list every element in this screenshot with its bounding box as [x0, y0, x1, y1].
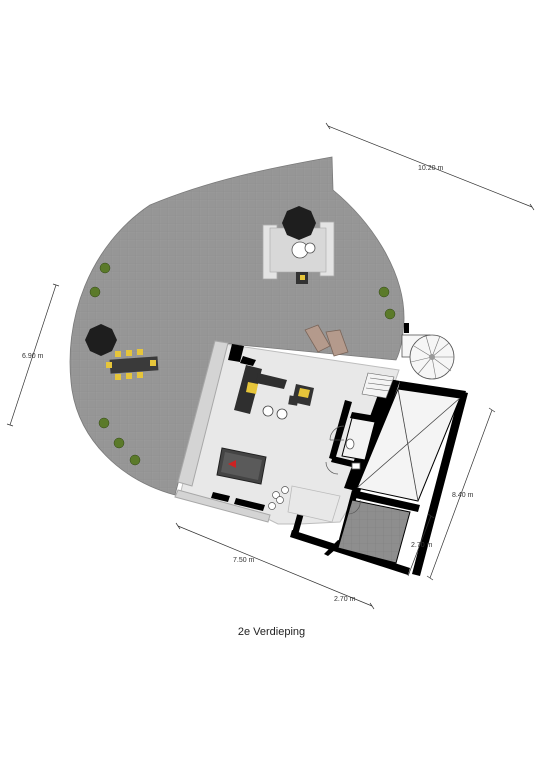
plants [89, 262, 396, 466]
sink-icon [351, 462, 361, 470]
storage-room [337, 499, 411, 564]
dim-bottom-width: 7.50 m [233, 557, 255, 564]
dimension-lines [6, 122, 535, 610]
dim-left-depth: 6.90 m [22, 353, 44, 360]
toilet-icon [345, 438, 355, 450]
toilet-room [341, 417, 376, 461]
spiral-staircase [401, 323, 455, 380]
doors [325, 425, 361, 515]
glass-facade-bottom [174, 489, 271, 523]
lounge-chairs [304, 324, 349, 357]
side-table [276, 408, 288, 420]
kitchen-counter [287, 485, 341, 523]
coffee-table [262, 405, 274, 417]
bar-stools [268, 486, 289, 510]
lounge-side-table-accent [300, 275, 305, 280]
dim-right-depth: 8.40 m [452, 492, 474, 499]
dining-set [106, 349, 159, 380]
dim-top-width: 10.20 m [418, 165, 443, 172]
parasol-lounge [282, 206, 316, 240]
stairwell-lines [356, 388, 461, 502]
dim-bottom-small: 2.70 m [334, 596, 356, 603]
floor-title: 2e Verdieping [237, 626, 306, 638]
dim-right-small: 2.70 m [411, 542, 433, 549]
glass-facade [177, 340, 229, 487]
parasol-dining [85, 324, 117, 356]
pool-table [216, 447, 267, 485]
ottoman [288, 395, 299, 406]
stairs [361, 372, 395, 399]
corner-sofa [234, 365, 287, 414]
